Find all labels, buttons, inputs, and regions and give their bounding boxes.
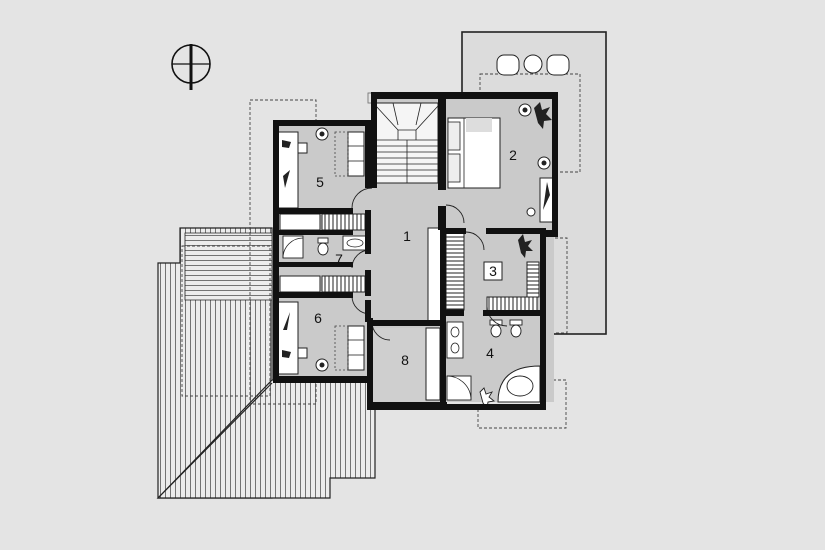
stair-icon [375, 102, 439, 184]
wardrobe-icon [539, 177, 555, 223]
bathtub-icon [497, 365, 541, 403]
bed-icon [447, 117, 501, 189]
room-6-label: 6 [314, 310, 322, 326]
room-5-label: 5 [316, 174, 324, 190]
room-7-label: 7 [335, 251, 343, 267]
room-3-label-box [483, 261, 503, 281]
sofa-icon [334, 325, 365, 371]
plant-icon [518, 234, 533, 258]
room-1-label: 1 [403, 228, 411, 244]
north-arrow-icon [171, 44, 211, 90]
room-2-label: 2 [509, 147, 517, 163]
plant-icon [315, 358, 329, 372]
room-3-label: 3 [489, 263, 497, 279]
shower-icon [446, 375, 472, 401]
wardrobe-icon [279, 213, 540, 401]
plant-icon [315, 127, 329, 141]
room-8-label: 8 [401, 352, 409, 368]
plant-icon [518, 102, 552, 217]
toilet-icon [317, 237, 329, 256]
table-chairs-icon [496, 54, 570, 76]
sink-icon [342, 235, 368, 251]
sink-icon [446, 321, 464, 359]
sofa-icon [334, 131, 365, 177]
roof [156, 99, 376, 499]
room-4-label: 4 [486, 345, 494, 361]
shower-icon [282, 235, 304, 259]
walls [273, 92, 558, 410]
